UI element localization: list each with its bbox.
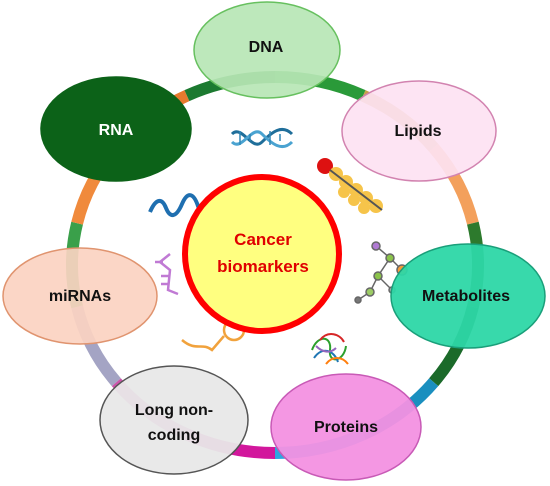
node-rna-label: RNA: [99, 122, 134, 139]
node-mirnas-label: miRNAs: [49, 288, 111, 305]
protein-structure-icon: [311, 333, 349, 365]
node-proteins: Proteins: [270, 373, 422, 481]
node-metabolites: Metabolites: [390, 243, 546, 349]
center-node: Cancer biomarkers: [182, 174, 342, 334]
node-mirnas: miRNAs: [2, 247, 158, 345]
node-rna: RNA: [40, 76, 192, 182]
node-long-noncoding-label-line2: coding: [148, 427, 200, 444]
node-proteins-label: Proteins: [314, 419, 378, 436]
mirna-icon: [155, 253, 179, 296]
node-long-noncoding-label-line1: Long non-: [135, 402, 213, 419]
center-label-line2: biomarkers: [217, 257, 309, 276]
node-lipids-label: Lipids: [394, 123, 441, 140]
node-lipids: Lipids: [341, 80, 497, 182]
node-metabolites-label: Metabolites: [422, 288, 510, 305]
node-dna-label: DNA: [249, 39, 284, 56]
center-label-line1: Cancer: [234, 230, 292, 249]
center-circle: [182, 174, 342, 334]
node-dna: DNA: [193, 1, 341, 99]
lipid-chain-icon: [317, 158, 383, 214]
node-long-noncoding: Long non- coding: [99, 365, 249, 475]
dna-helix-icon: [230, 128, 294, 148]
